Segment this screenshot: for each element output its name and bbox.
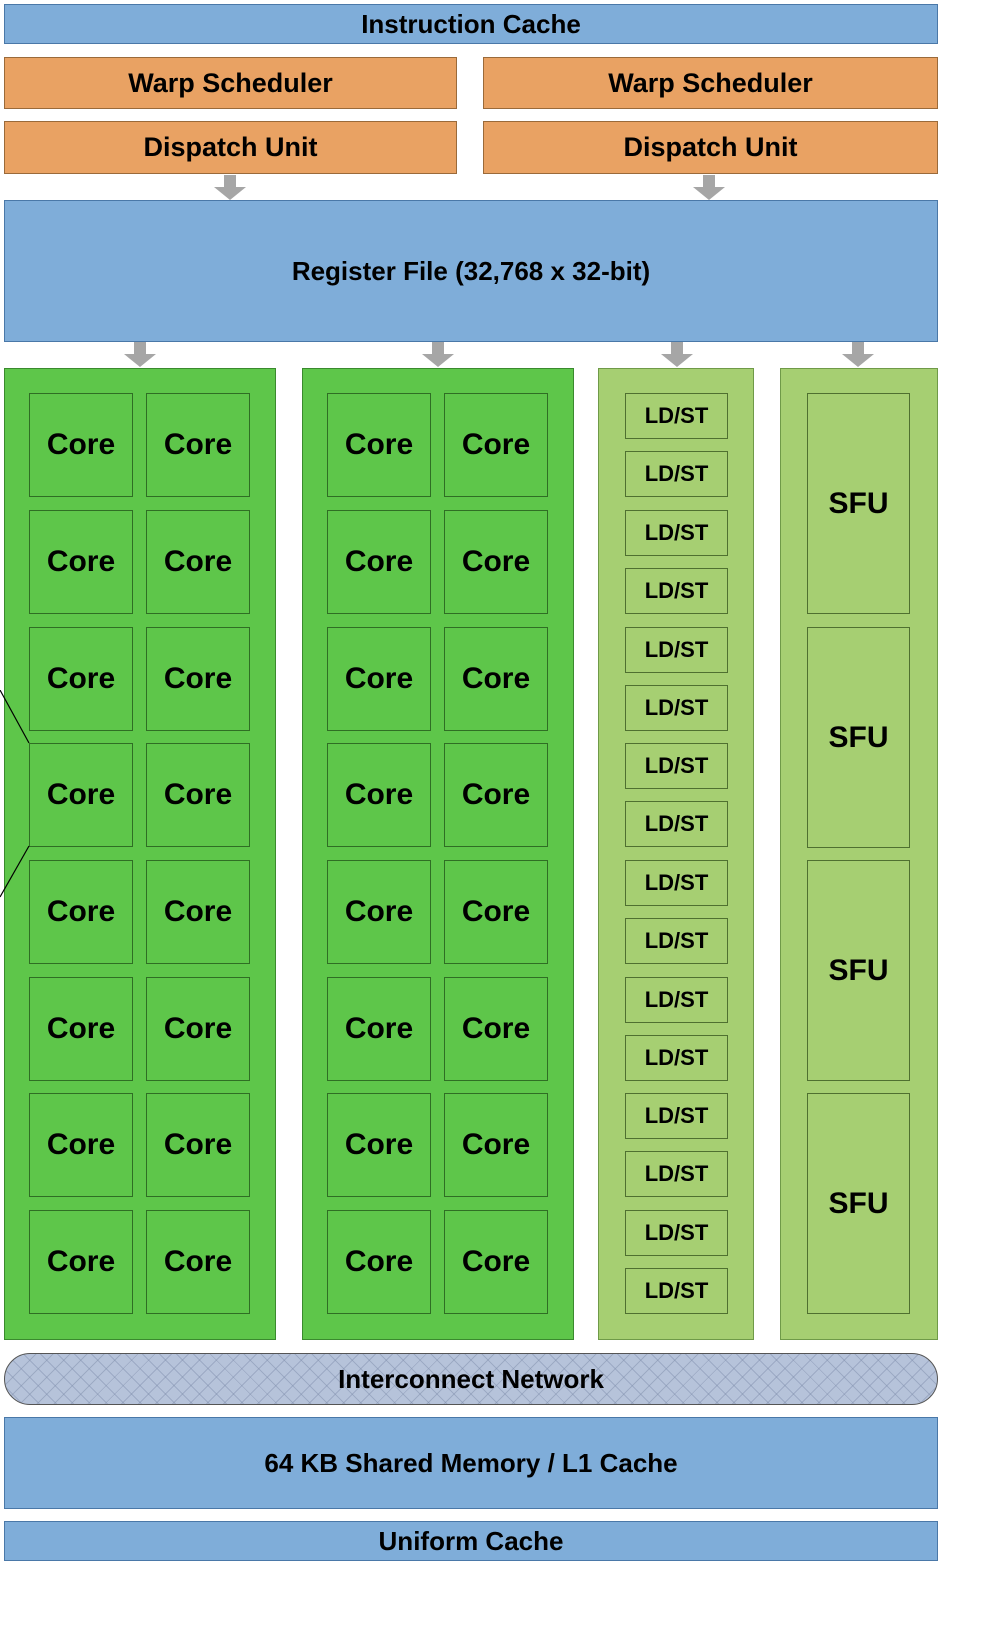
sfu-unit-1: SFU xyxy=(807,393,910,614)
core-g1-r1-c2: Core xyxy=(146,393,250,497)
core-g1-r2-c2: Core xyxy=(146,510,250,614)
core-g1-r5-c2: Core xyxy=(146,860,250,964)
sfu-unit-2: SFU xyxy=(807,627,910,848)
interconnect-network: Interconnect Network xyxy=(4,1353,938,1405)
core-g2-r2-c2: Core xyxy=(444,510,548,614)
core-g2-r1-c1: Core xyxy=(327,393,431,497)
core-g2-r7-c1: Core xyxy=(327,1093,431,1197)
sfu-unit-3: SFU xyxy=(807,860,910,1081)
dispatch-unit-left: Dispatch Unit xyxy=(4,121,457,174)
dispatch-right-arrow xyxy=(693,175,725,200)
core-g1-r6-c1: Core xyxy=(29,977,133,1081)
ldst-unit-14: LD/ST xyxy=(625,1151,728,1197)
ldst-unit-1: LD/ST xyxy=(625,393,728,439)
core-g2-r6-c2: Core xyxy=(444,977,548,1081)
uniform-cache: Uniform Cache xyxy=(4,1521,938,1561)
core-g2-r8-c2: Core xyxy=(444,1210,548,1314)
core-g2-r5-c1: Core xyxy=(327,860,431,964)
core-g1-r3-c2: Core xyxy=(146,627,250,731)
register-to-sfu-arrow xyxy=(842,342,874,367)
core-g2-r4-c2: Core xyxy=(444,743,548,847)
shared-memory-l1-cache: 64 KB Shared Memory / L1 Cache xyxy=(4,1417,938,1509)
core-g1-r5-c1: Core xyxy=(29,860,133,964)
core-g1-r3-c1: Core xyxy=(29,627,133,731)
ldst-unit-5: LD/ST xyxy=(625,627,728,673)
core-g2-r8-c1: Core xyxy=(327,1210,431,1314)
ldst-unit-16: LD/ST xyxy=(625,1268,728,1314)
instruction-cache: Instruction Cache xyxy=(4,4,938,44)
core-g2-r5-c2: Core xyxy=(444,860,548,964)
warp-scheduler-right: Warp Scheduler xyxy=(483,57,938,109)
ldst-unit-10: LD/ST xyxy=(625,918,728,964)
register-file: Register File (32,768 x 32-bit) xyxy=(4,200,938,342)
ldst-unit-12: LD/ST xyxy=(625,1035,728,1081)
ldst-unit-4: LD/ST xyxy=(625,568,728,614)
warp-scheduler-left: Warp Scheduler xyxy=(4,57,457,109)
core-g1-r8-c2: Core xyxy=(146,1210,250,1314)
register-to-ldst-arrow xyxy=(661,342,693,367)
sfu-unit-4: SFU xyxy=(807,1093,910,1314)
ldst-unit-9: LD/ST xyxy=(625,860,728,906)
core-g1-r7-c1: Core xyxy=(29,1093,133,1197)
core-g1-r2-c1: Core xyxy=(29,510,133,614)
dispatch-unit-right: Dispatch Unit xyxy=(483,121,938,174)
ldst-unit-2: LD/ST xyxy=(625,451,728,497)
core-g2-r7-c2: Core xyxy=(444,1093,548,1197)
ldst-unit-15: LD/ST xyxy=(625,1210,728,1256)
register-to-core-group-1-arrow xyxy=(124,342,156,367)
register-to-core-group-2-arrow xyxy=(422,342,454,367)
core-g2-r6-c1: Core xyxy=(327,977,431,1081)
core-g1-r8-c1: Core xyxy=(29,1210,133,1314)
ldst-unit-13: LD/ST xyxy=(625,1093,728,1139)
core-g1-r4-c1: Core xyxy=(29,743,133,847)
dispatch-left-arrow xyxy=(214,175,246,200)
core-g2-r1-c2: Core xyxy=(444,393,548,497)
ldst-unit-6: LD/ST xyxy=(625,685,728,731)
core-g2-r2-c1: Core xyxy=(327,510,431,614)
ldst-unit-11: LD/ST xyxy=(625,977,728,1023)
ldst-unit-8: LD/ST xyxy=(625,801,728,847)
core-g2-r3-c1: Core xyxy=(327,627,431,731)
core-g2-r4-c1: Core xyxy=(327,743,431,847)
core-g1-r1-c1: Core xyxy=(29,393,133,497)
ldst-unit-3: LD/ST xyxy=(625,510,728,556)
callout-lines xyxy=(0,690,30,898)
core-g1-r4-c2: Core xyxy=(146,743,250,847)
ldst-unit-7: LD/ST xyxy=(625,743,728,789)
core-g1-r7-c2: Core xyxy=(146,1093,250,1197)
core-g2-r3-c2: Core xyxy=(444,627,548,731)
core-g1-r6-c2: Core xyxy=(146,977,250,1081)
